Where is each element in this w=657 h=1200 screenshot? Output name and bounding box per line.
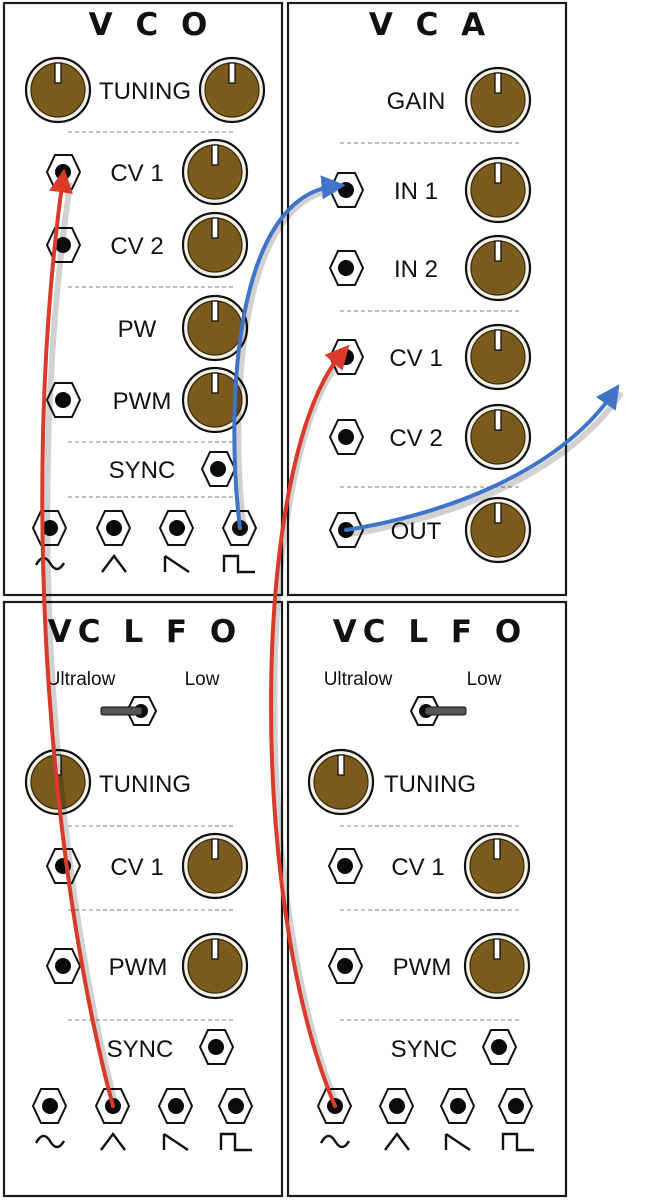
vca-title: V C A: [369, 7, 491, 43]
lfo-left-title: VC L F O: [48, 614, 242, 650]
lfo-right-tuning-label: TUNING: [384, 771, 476, 798]
patch-cables: [40, 168, 623, 1113]
lfo-right-cv1-label: CV 1: [391, 854, 444, 881]
vco-pwm-label: PWM: [113, 388, 172, 415]
vca-out-knob[interactable]: [464, 496, 532, 564]
red-cable-lfo-right-to-vca-cv1[interactable]: [269, 344, 350, 1108]
lfo-right-square-out-jack[interactable]: [497, 1088, 534, 1124]
blue-cable-vco-square-to-vca-in1[interactable]: [232, 175, 346, 530]
vco-cv1-label: CV 1: [110, 160, 163, 187]
vco-pw-knob[interactable]: [181, 294, 249, 362]
vco-title: V C O: [89, 7, 214, 43]
triangle-wave-icon: [101, 554, 127, 573]
vco-sync-jack[interactable]: [200, 451, 237, 487]
lfo-right-pwm-knob[interactable]: [463, 932, 531, 1000]
vco-tuning-knob-left[interactable]: [24, 56, 92, 124]
sine-wave-icon: [34, 1134, 66, 1149]
vco-sawtooth-out-jack[interactable]: [158, 510, 195, 546]
vca-out-label: OUT: [391, 518, 442, 545]
vca-in1-label: IN 1: [394, 178, 438, 205]
lfo-left-pwm-label: PWM: [109, 954, 168, 981]
vca-in2-jack[interactable]: [328, 250, 365, 286]
vca-module: V C A GAIN IN 1 IN 2: [328, 7, 532, 564]
lfo-left-sync-jack[interactable]: [198, 1029, 235, 1065]
lfo-right-module: VC L F O Ultralow Low TUNING CV 1: [307, 614, 534, 1152]
vco-triangle-out-jack[interactable]: [95, 510, 132, 546]
lfo-left-square-out-jack[interactable]: [217, 1088, 254, 1124]
lfo-right-pwm-label: PWM: [393, 954, 452, 981]
vca-cv1-knob[interactable]: [464, 323, 532, 391]
lfo-left-pwm-knob[interactable]: [181, 932, 249, 1000]
sawtooth-wave-icon: [163, 555, 190, 573]
sawtooth-wave-icon: [444, 1133, 471, 1151]
lfo-right-tuning-knob[interactable]: [307, 748, 375, 816]
vca-in1-knob[interactable]: [464, 156, 532, 224]
triangle-wave-icon: [100, 1132, 126, 1151]
vca-cv1-label: CV 1: [389, 345, 442, 372]
lfo-right-title: VC L F O: [333, 614, 527, 650]
lfo-right-cv1-knob[interactable]: [463, 832, 531, 900]
lfo-left-cv1-knob[interactable]: [181, 832, 249, 900]
vca-gain-label: GAIN: [387, 88, 446, 115]
lfo-left-sync-label: SYNC: [107, 1036, 174, 1063]
sawtooth-wave-icon: [162, 1133, 189, 1151]
lfo-right-sync-jack[interactable]: [481, 1029, 518, 1065]
vco-cv2-knob[interactable]: [181, 211, 249, 279]
lfo-right-cv1-jack[interactable]: [327, 848, 364, 884]
vco-cv1-knob[interactable]: [181, 138, 249, 206]
red-cable-lfo-left-to-vco-cv1[interactable]: [40, 168, 115, 1108]
vca-in2-label: IN 2: [394, 256, 438, 283]
lfo-right-pwm-jack[interactable]: [327, 948, 364, 984]
lfo-left-ultralow-label: Ultralow: [47, 669, 116, 690]
sine-wave-icon: [319, 1134, 351, 1149]
vca-cv2-knob[interactable]: [464, 403, 532, 471]
vco-pwm-jack[interactable]: [45, 382, 82, 418]
lfo-right-range-switch[interactable]: [409, 696, 467, 726]
vco-cv2-label: CV 2: [110, 233, 163, 260]
lfo-right-ultralow-label: Ultralow: [324, 669, 393, 690]
sine-wave-icon: [34, 556, 66, 571]
lfo-right-triangle-out-jack[interactable]: [378, 1088, 415, 1124]
vca-cv2-label: CV 2: [389, 425, 442, 452]
lfo-right-low-label: Low: [467, 669, 502, 690]
vco-pwm-knob[interactable]: [181, 366, 249, 434]
vco-tuning-label: TUNING: [99, 78, 191, 105]
lfo-left-sawtooth-out-jack[interactable]: [157, 1088, 194, 1124]
lfo-left-cv1-label: CV 1: [110, 854, 163, 881]
vca-cv2-jack[interactable]: [328, 419, 365, 455]
lfo-left-sine-out-jack[interactable]: [31, 1088, 68, 1124]
lfo-left-low-label: Low: [185, 669, 220, 690]
triangle-wave-icon: [384, 1132, 410, 1151]
square-wave-icon: [219, 1132, 252, 1152]
blue-cable-vca-out[interactable]: [344, 384, 620, 532]
lfo-left-pwm-jack[interactable]: [45, 948, 82, 984]
square-wave-icon: [222, 554, 255, 574]
lfo-left-tuning-label: TUNING: [99, 771, 191, 798]
vco-tuning-knob-right[interactable]: [198, 56, 266, 124]
vco-pw-label: PW: [118, 316, 157, 343]
vco-sync-label: SYNC: [109, 457, 176, 484]
vca-in2-knob[interactable]: [464, 234, 532, 302]
lfo-left-range-switch[interactable]: [100, 696, 158, 726]
lfo-right-sawtooth-out-jack[interactable]: [439, 1088, 476, 1124]
vca-gain-knob[interactable]: [464, 66, 532, 134]
square-wave-icon: [501, 1132, 534, 1152]
lfo-right-sync-label: SYNC: [391, 1036, 458, 1063]
